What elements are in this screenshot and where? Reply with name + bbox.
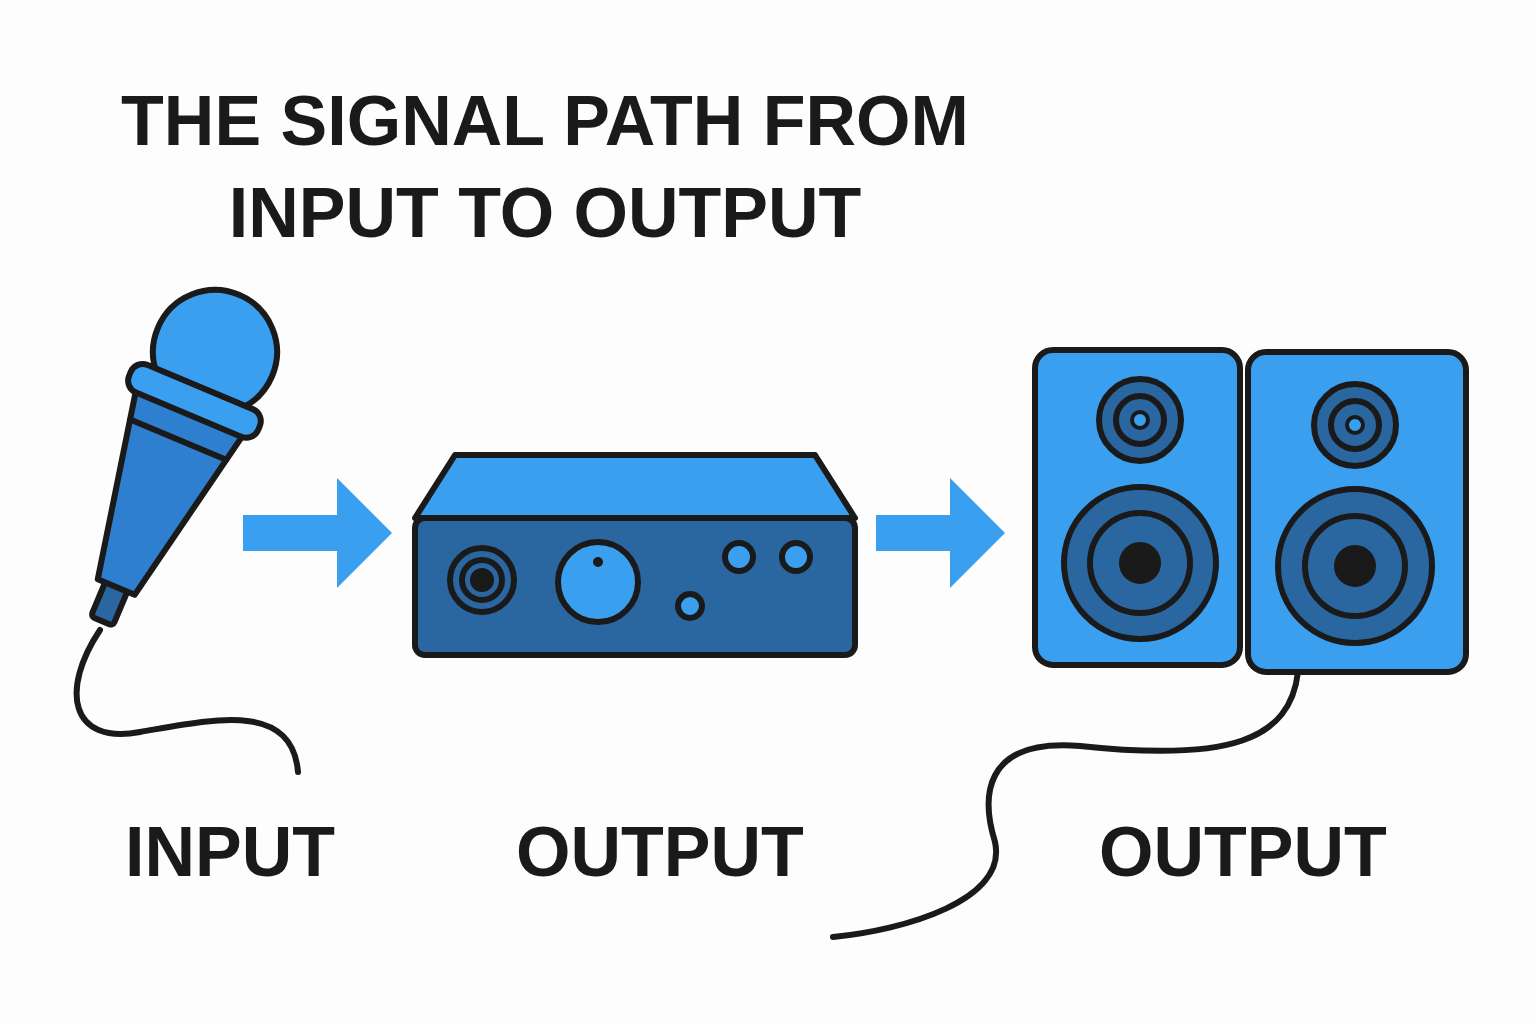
audio-interface-symbol — [415, 455, 855, 655]
device-label: OUTPUT — [460, 812, 860, 892]
speaker-pair-symbol — [1035, 350, 1466, 672]
signal-arrow — [876, 515, 950, 551]
microphone-node: INPUT — [75, 285, 235, 665]
speaker-cable — [833, 672, 1298, 937]
interface-node: OUTPUT — [412, 452, 857, 657]
microphone-symbol — [37, 268, 303, 649]
speaker-node: OUTPUT — [1032, 348, 1468, 673]
device-label: OUTPUT — [1043, 812, 1443, 892]
mic-cable — [77, 630, 298, 772]
signal-arrow — [243, 515, 337, 551]
diagram-title: THE SIGNAL PATH FROM INPUT TO OUTPUT — [100, 75, 990, 259]
device-label: INPUT — [30, 812, 430, 892]
